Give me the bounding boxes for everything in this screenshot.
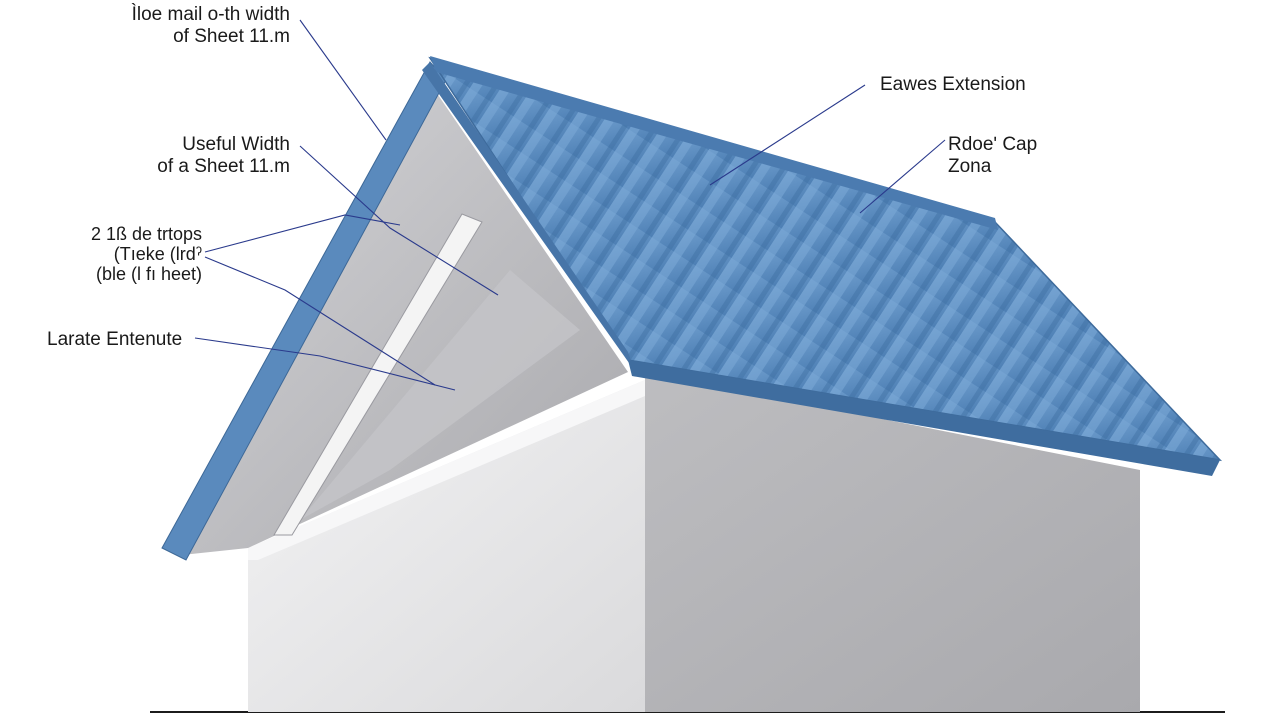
ridge-cap [430,56,998,230]
leader-useful-width [299,145,499,296]
label-useful-width: Useful Width of a Sheet 11.m [157,134,290,178]
label-ridge-line2: Zona [948,156,992,177]
front-roof-edge [422,62,634,370]
leader-fastener-1 [204,214,401,253]
gable-inner-panel [300,270,580,520]
leader-ridge [859,139,946,214]
label-fastener-line1: 2 1ß de trtops [90,224,202,244]
label-total-width: Ìloe mail o-th width of Sheet 11.m [132,4,290,48]
label-ridge-line1: Rdoeʹ Cap [948,134,1038,155]
leader-lines [194,19,946,391]
label-eaves-line1: Eawes Extension [880,74,1026,95]
label-total-width-line1: Ìloe mail o-th width [131,4,290,25]
label-useful-width-line1: Useful Width [182,134,290,155]
label-eaves: Eawes Extension [880,74,1026,96]
front-wall-top-ledge [248,380,645,560]
leader-lateral [194,337,456,391]
leader-fastener-2 [204,256,436,386]
label-fastener-line3: (ble (l fı heet) [95,264,202,284]
label-total-width-line2: of Sheet 11.m [173,26,290,47]
label-useful-width-line2: of a Sheet 11.m [157,156,290,177]
label-ridge: Rdoeʹ Cap Zona [948,134,1037,178]
label-fastener-line2: (Tıeke (lrdˀ [113,244,202,264]
rafter-board [273,213,483,536]
label-lateral-line1: Larate Entenute [47,329,183,350]
eaves-edge [628,360,1220,476]
label-lateral: Larate Entenute [47,329,182,351]
label-fastener: 2 1ß de trtops (Tıeke (lrdˀ (ble (l fı h… [91,224,202,284]
leader-eaves [709,84,866,186]
front-wall [248,380,645,712]
side-wall [645,372,1140,712]
leader-total-width [299,19,387,141]
